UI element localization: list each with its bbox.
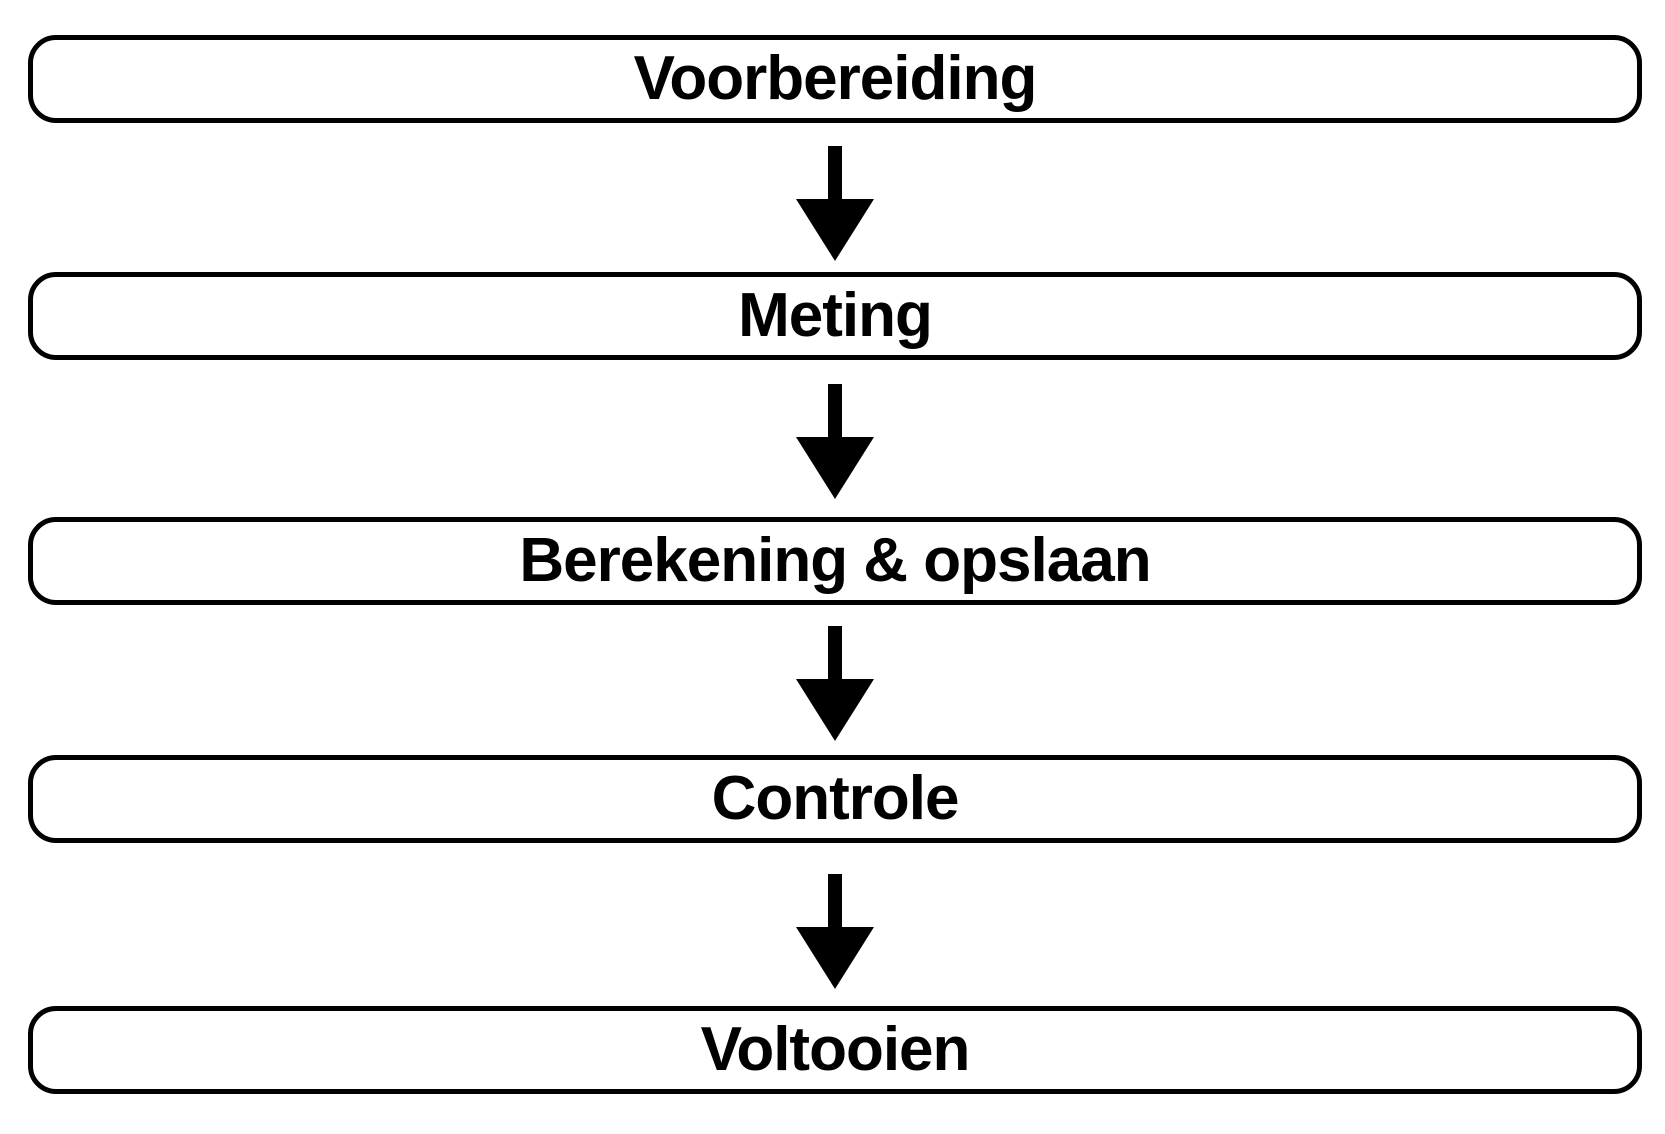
flow-step-meting: Meting — [28, 272, 1642, 360]
down-arrow-icon — [795, 146, 875, 262]
down-arrow-icon — [795, 626, 875, 742]
flow-step-voorbereiding: Voorbereiding — [28, 35, 1642, 123]
flow-step-label: Berekening & opslaan — [519, 526, 1151, 595]
flow-step-label: Voltooien — [700, 1015, 971, 1084]
flow-step-label: Meting — [738, 281, 933, 350]
flow-step-controle: Controle — [28, 755, 1642, 843]
down-arrow-icon — [795, 874, 875, 990]
flow-step-label: Controle — [711, 764, 960, 833]
down-arrow-icon — [795, 384, 875, 500]
flow-step-label: Voorbereiding — [633, 44, 1038, 113]
flow-step-voltooien: Voltooien — [28, 1006, 1642, 1094]
flow-step-berekening-opslaan: Berekening & opslaan — [28, 517, 1642, 605]
